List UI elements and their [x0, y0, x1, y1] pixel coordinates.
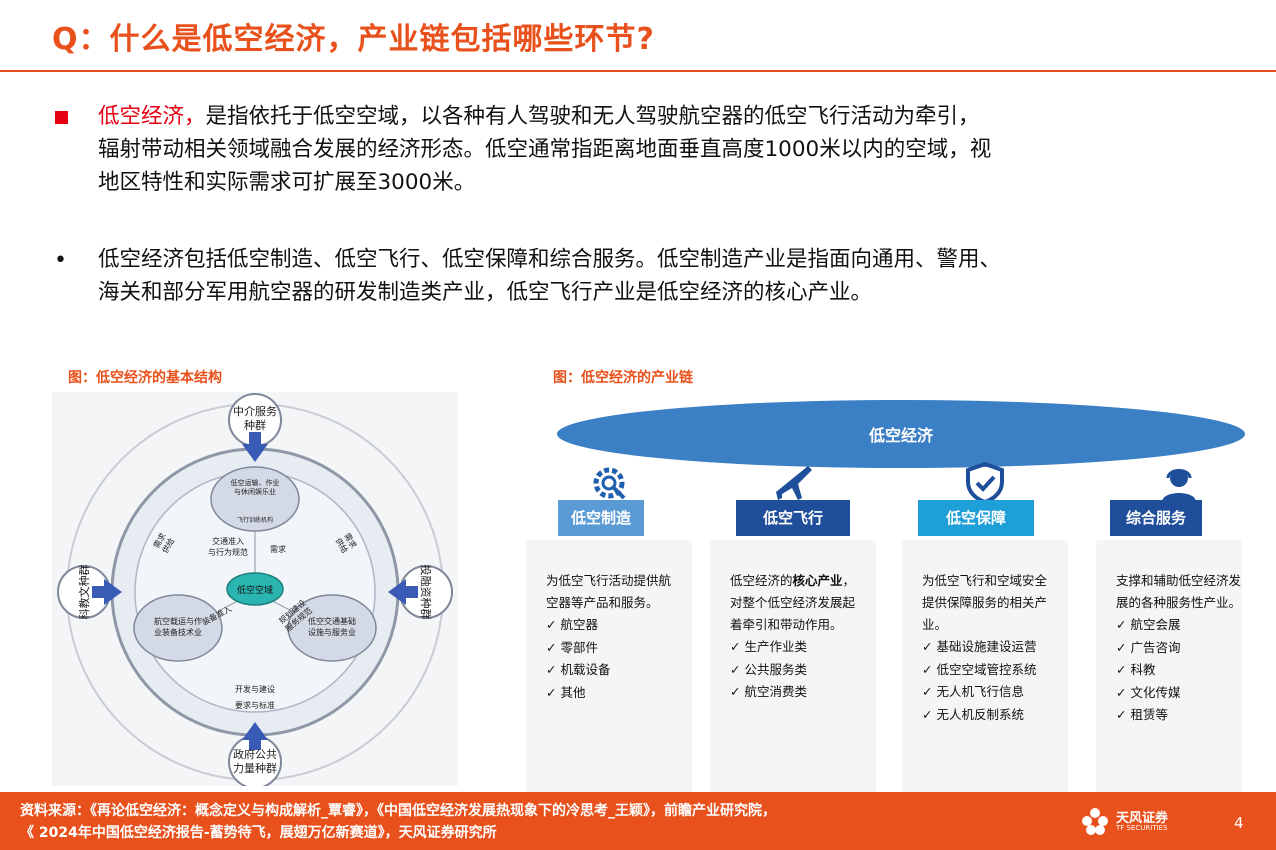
- tab-manufacturing: 低空制造: [558, 500, 644, 536]
- definition-paragraph: 低空经济，是指依托于低空空域，以各种有人驾驶和无人驾驶航空器的低空飞行活动为牵引…: [98, 100, 1218, 199]
- node-left-label: 航空载运与作业装备技术业: [154, 616, 202, 637]
- flower-logo-icon: [1082, 808, 1108, 835]
- card-item: ✓ 无人机反制系统: [922, 706, 1024, 722]
- demand-label: 需求: [270, 544, 286, 554]
- arrow-left-icon: [388, 579, 418, 605]
- card-item: ✓ 航空消费类: [730, 684, 807, 699]
- card-item: ✓ 生产作业类: [730, 639, 807, 654]
- tab-support: 低空保障: [918, 500, 1034, 536]
- node-top-sub-label: 飞行训练机构: [237, 516, 273, 524]
- card-item: ✓ 科教: [1116, 662, 1156, 677]
- footer-bar: 资料来源：《再论低空经济：概念定义与构成解析_覃睿》，《中国低空经济发展热现象下…: [0, 792, 1276, 850]
- card-manufacturing: 为低空飞行活动提供航空器等产品和服务。 ✓ 航空器 ✓ 零部件 ✓ 机载设备 ✓…: [526, 540, 692, 816]
- card-item: ✓ 航空器: [546, 617, 598, 632]
- node-top: [210, 466, 300, 532]
- scope-paragraph: 低空经济包括低空制造、低空飞行、低空保障和综合服务。低空制造产业是指面向通用、警…: [98, 243, 1218, 309]
- definition-line-2: 辐射带动相关领域融合发展的经济形态。低空通常指距离地面垂直高度1000米以内的空…: [98, 137, 992, 162]
- card-text: 为低空飞行和空域安全提供保障服务的相关产业。 ✓ 基础设施建设运营 ✓ 低空空域…: [922, 570, 1054, 726]
- node-right-label: 低空交通基础设施与服务业: [308, 616, 356, 637]
- airplane-icon: [776, 466, 812, 500]
- cloud-banner: 低空经济: [557, 400, 1245, 468]
- cloud-label: 低空经济: [868, 426, 933, 445]
- card-item: ✓ 广告咨询: [1116, 639, 1181, 655]
- gear-icon: [593, 467, 626, 500]
- card-item: ✓ 文化传媒: [1116, 684, 1181, 700]
- node-right: [287, 594, 377, 662]
- intro-bold: 核心产业: [792, 573, 843, 588]
- logo-name: 天风证券: [1116, 811, 1169, 826]
- title-divider: [0, 70, 1276, 72]
- arrow-up-icon: [242, 722, 268, 750]
- headset-person-icon: [1162, 469, 1196, 502]
- arrow-down-icon: [242, 432, 268, 462]
- source-line-1: 资料来源：《再论低空经济：概念定义与构成解析_覃睿》，《中国低空经济发展热现象下…: [20, 803, 776, 819]
- card-intro: 低空经济的核心产业，对整个低空经济发展起着牵引和带动作用。: [730, 570, 862, 636]
- top-outer-label: 中介服务种群: [233, 405, 277, 432]
- square-bullet-icon: [55, 111, 68, 124]
- industry-chain-diagram: 低空经济 为低空飞行活动提供航空器等产品和服务。 ✓ 航空器 ✓ 零部件 ✓ 机…: [522, 388, 1245, 816]
- source-text: 资料来源：《再论低空经济：概念定义与构成解析_覃睿》，《中国低空经济发展热现象下…: [20, 800, 776, 844]
- bottom-outer-label: 政府公共力量种群: [233, 747, 277, 775]
- left-outer-label: 科教文种群: [77, 565, 91, 620]
- card-support: 为低空飞行和空域安全提供保障服务的相关产业。 ✓ 基础设施建设运营 ✓ 低空空域…: [902, 540, 1068, 816]
- definition-line-3: 地区特性和实际需求可扩展至3000米。: [98, 170, 476, 195]
- card-services: 支撑和辅助低空经济发展的各种服务性产业。 ✓ 航空会展 ✓ 广告咨询 ✓ 科教 …: [1096, 540, 1242, 816]
- structure-diagram: 中介服务种群 政府公共力量种群 科教文种群 投融资种群 低空空域 低空运输、作业…: [52, 392, 458, 789]
- card-intro: 为低空飞行和空域安全提供保障服务的相关产业。: [922, 573, 1048, 632]
- card-text: 为低空飞行活动提供航空器等产品和服务。 ✓ 航空器 ✓ 零部件 ✓ 机载设备 ✓…: [546, 570, 678, 704]
- tab-services: 综合服务: [1110, 500, 1202, 536]
- card-text: 支撑和辅助低空经济发展的各种服务性产业。 ✓ 航空会展 ✓ 广告咨询 ✓ 科教 …: [1116, 570, 1248, 727]
- figure1-caption: 图：低空经济的基本结构: [68, 370, 222, 386]
- card-intro: 支撑和辅助低空经济发展的各种服务性产业。: [1116, 573, 1242, 610]
- access-label: 交通准入与行为规范: [208, 536, 248, 557]
- dot-bullet: •: [54, 248, 67, 273]
- source-line-2: 《 2024年中国低空经济报告-蓄势待飞，展翅万亿新赛道》，天风证券研究所: [20, 825, 497, 841]
- page-number: 4: [1234, 814, 1244, 832]
- card-item: ✓ 航空会展: [1116, 617, 1181, 632]
- structure-diagram-svg: 中介服务种群 政府公共力量种群 科教文种群 投融资种群 低空空域 低空运输、作业…: [57, 393, 453, 789]
- card-text: 低空经济的核心产业，对整个低空经济发展起着牵引和带动作用。 ✓ 生产作业类 ✓ …: [730, 570, 862, 704]
- page-title: Q：什么是低空经济，产业链包括哪些环节?: [52, 22, 655, 57]
- tab-flight: 低空飞行: [736, 500, 850, 536]
- center-label: 低空空域: [237, 584, 273, 596]
- scope-line-1: 低空经济包括低空制造、低空飞行、低空保障和综合服务。低空制造产业是指面向通用、警…: [98, 247, 1002, 272]
- intro-part: ，对整个低空经济发展起着牵引和带动作用。: [730, 573, 856, 632]
- figure2-caption: 图：低空经济的产业链: [553, 370, 693, 386]
- right-outer-label: 投融资种群: [419, 565, 433, 620]
- scope-line-2: 海关和部分军用航空器的研发制造类产业，低空飞行产业是低空经济的核心产业。: [98, 280, 873, 305]
- card-flight: 低空经济的核心产业，对整个低空经济发展起着牵引和带动作用。 ✓ 生产作业类 ✓ …: [710, 540, 876, 816]
- card-item: ✓ 机载设备: [546, 662, 611, 677]
- intro-part: 低空经济的: [730, 573, 793, 588]
- dev-label: 开发与建设: [235, 684, 275, 694]
- card-item: ✓ 基础设施建设运营: [922, 639, 1037, 654]
- card-item: ✓ 其他: [546, 684, 586, 700]
- card-intro: 为低空飞行活动提供航空器等产品和服务。: [546, 573, 672, 610]
- definition-line-1: 是指依托于低空空域，以各种有人驾驶和无人驾驶航空器的低空飞行活动为牵引，: [205, 104, 980, 129]
- card-item: ✓ 租赁等: [1116, 707, 1168, 722]
- card-item: ✓ 无人机飞行信息: [922, 684, 1024, 699]
- card-item: ✓ 公共服务类: [730, 661, 807, 677]
- company-logo: 天风证券 TF SECURITIES: [1078, 804, 1198, 838]
- center-node: [226, 572, 284, 606]
- arrow-right-icon: [92, 579, 122, 605]
- logo-subtitle: TF SECURITIES: [1116, 824, 1168, 832]
- highlight-term: 低空经济，: [98, 104, 206, 129]
- card-item: ✓ 零部件: [546, 639, 598, 655]
- card-item: ✓ 低空空域管控系统: [922, 661, 1037, 677]
- node-left: [133, 594, 223, 662]
- node-top-label: 低空运输、作业与休闲娱乐业: [231, 478, 280, 496]
- std-label: 要求与标准: [235, 700, 275, 710]
